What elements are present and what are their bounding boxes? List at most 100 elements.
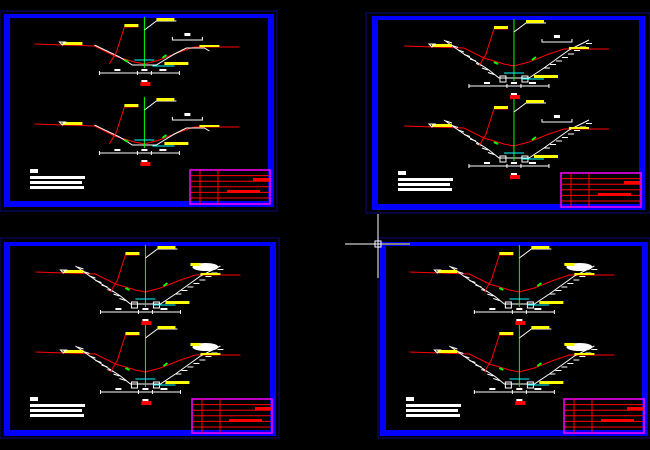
dimension-text bbox=[159, 149, 167, 151]
elevation-label bbox=[200, 273, 221, 275]
slope-hatch bbox=[113, 373, 120, 377]
section-number bbox=[510, 93, 517, 95]
label-bar bbox=[525, 100, 544, 103]
notes-line bbox=[406, 404, 461, 407]
slope-hatch bbox=[451, 346, 458, 350]
crosshair-cursor bbox=[345, 214, 410, 278]
label-bar bbox=[531, 326, 550, 329]
sheet-outline bbox=[0, 237, 280, 439]
label-bar bbox=[531, 246, 550, 249]
dimension-text bbox=[510, 162, 517, 164]
dimension-text bbox=[483, 82, 490, 84]
slope-hatch bbox=[493, 378, 500, 381]
elevation-label bbox=[431, 44, 452, 47]
section-number bbox=[516, 319, 523, 321]
sheet-area bbox=[10, 246, 270, 430]
label-bar bbox=[165, 381, 190, 384]
grass-mark bbox=[161, 54, 167, 59]
grass-mark bbox=[162, 362, 169, 367]
notes-line bbox=[30, 176, 85, 179]
elevation-label bbox=[437, 350, 458, 353]
section-title bbox=[515, 321, 526, 325]
section-title bbox=[141, 321, 152, 325]
grass-mark bbox=[123, 59, 129, 63]
elevation-marker-icon bbox=[58, 121, 67, 126]
section-title bbox=[140, 82, 151, 86]
dimension-text bbox=[184, 113, 191, 116]
label-bar bbox=[157, 246, 176, 249]
slope-hatch bbox=[451, 266, 458, 270]
drawing-title bbox=[229, 419, 262, 422]
dimension-text bbox=[528, 162, 536, 164]
section-title bbox=[141, 401, 152, 405]
label-bar bbox=[156, 18, 175, 21]
dimension-text bbox=[141, 149, 148, 151]
label-bar bbox=[190, 343, 201, 346]
grass-mark bbox=[536, 282, 542, 287]
label-bar bbox=[157, 326, 176, 329]
grass-mark bbox=[536, 362, 542, 367]
grass-mark bbox=[531, 56, 537, 61]
notes-heading bbox=[30, 397, 38, 401]
drawing-sheet-4[interactable] bbox=[377, 237, 650, 439]
elevation-label bbox=[568, 47, 589, 49]
slope-hatch bbox=[113, 293, 120, 297]
sheet-outline bbox=[377, 237, 650, 439]
dimension-text bbox=[115, 388, 122, 390]
slope-hatch bbox=[445, 40, 453, 44]
sheet-area bbox=[386, 246, 642, 430]
label-bar bbox=[493, 26, 508, 29]
drain-box bbox=[130, 381, 138, 389]
elevation-label bbox=[431, 124, 452, 127]
drain-box bbox=[504, 381, 512, 389]
elevation-label bbox=[199, 45, 220, 47]
label-bar bbox=[499, 252, 514, 255]
dimension-text bbox=[114, 149, 121, 151]
elevation-label bbox=[200, 353, 221, 355]
elevation-marker-icon bbox=[59, 349, 68, 354]
elevation-marker-icon bbox=[427, 123, 437, 128]
slope-hatch bbox=[77, 346, 84, 350]
label-bar bbox=[533, 155, 558, 158]
section-number bbox=[510, 173, 517, 175]
notes-line bbox=[398, 188, 452, 191]
slope-hatch bbox=[487, 373, 494, 377]
label-bar bbox=[125, 332, 140, 335]
dimension-text bbox=[534, 308, 542, 310]
grass-mark bbox=[124, 287, 130, 291]
dimension-line bbox=[541, 39, 573, 43]
dimension-line bbox=[171, 37, 203, 41]
sheet-outline bbox=[0, 10, 278, 212]
label-bar bbox=[499, 332, 514, 335]
drawing-sheet-2[interactable] bbox=[365, 12, 650, 214]
drawing-title bbox=[598, 193, 631, 196]
dimension-line bbox=[541, 119, 573, 123]
dimension-text bbox=[142, 308, 149, 310]
dimension-text bbox=[553, 115, 560, 118]
notes-line bbox=[30, 409, 82, 412]
dimension-line bbox=[171, 117, 203, 121]
drawing-sheet-1[interactable] bbox=[0, 10, 278, 212]
notes-line bbox=[30, 404, 85, 407]
label-bar bbox=[164, 142, 189, 145]
label-bar bbox=[493, 106, 508, 109]
elevation-label bbox=[437, 270, 458, 273]
elevation-label bbox=[63, 270, 84, 273]
drawing-sheet-3[interactable] bbox=[0, 237, 280, 439]
slope-hatch bbox=[445, 120, 453, 124]
slope-hatch bbox=[487, 72, 495, 75]
sheet-area bbox=[10, 18, 268, 201]
section-title bbox=[140, 162, 151, 166]
slope-hatch bbox=[481, 147, 489, 151]
notes-heading bbox=[30, 169, 38, 173]
notes-line bbox=[406, 414, 460, 417]
label-bar bbox=[165, 301, 190, 304]
section-number bbox=[142, 319, 149, 321]
title-block-field bbox=[627, 407, 643, 410]
section-title bbox=[515, 401, 526, 405]
slope-hatch bbox=[77, 266, 84, 270]
dimension-text bbox=[114, 69, 121, 71]
notes-line bbox=[398, 183, 450, 186]
elevation-label bbox=[63, 350, 84, 353]
